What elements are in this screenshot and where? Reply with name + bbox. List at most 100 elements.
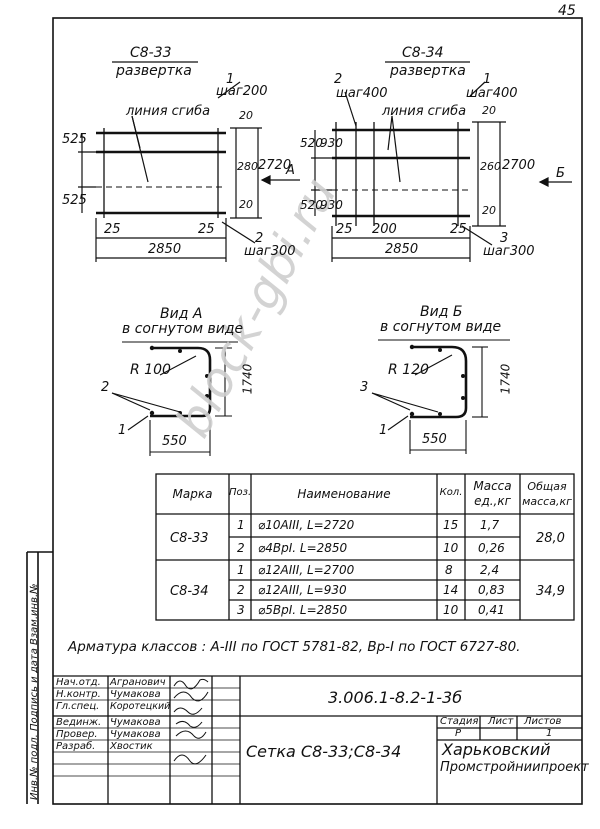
col-header-mark: Марка xyxy=(172,487,213,501)
table-row-pos: 3 xyxy=(237,603,245,617)
right-dim-25-left: 25 xyxy=(336,222,353,237)
right-dim-2850: 2850 xyxy=(385,242,419,257)
group-mark-c8-34: С8-34 xyxy=(170,584,209,599)
spec-table-grid xyxy=(155,473,575,621)
right-bend-line-label: линия сгиба xyxy=(382,104,467,119)
sheets-value: 1 xyxy=(546,728,553,739)
signature-role: Н.контр. xyxy=(56,689,101,700)
table-row-pos: 2 xyxy=(237,541,245,555)
title-block-grid xyxy=(53,675,582,804)
sheets-label: Листов xyxy=(524,716,562,727)
signature-name: Хвостик xyxy=(110,741,153,752)
left-drawing-subtitle: развертка xyxy=(116,63,192,79)
right-callout-3-step: шаг300 xyxy=(483,244,535,259)
table-row-mass: 0,41 xyxy=(478,603,505,617)
left-callout-1: 1 xyxy=(226,72,235,87)
right-drawing-title: С8-34 xyxy=(402,45,444,61)
left-drawing-title: С8-33 xyxy=(130,45,172,61)
signature-name: Коротецкий xyxy=(110,701,171,712)
right-callout-2-step: шаг400 xyxy=(336,86,388,101)
signature-role: Провер. xyxy=(56,729,98,740)
col-header-mass-total: Общая масса,кг xyxy=(522,480,572,508)
left-unfold-drawing xyxy=(78,61,300,262)
left-dim-25-left: 25 xyxy=(104,222,121,237)
table-row-qty: 14 xyxy=(443,583,459,597)
right-dim-520-top: 520 xyxy=(300,136,323,150)
signature-role: Вединж. xyxy=(56,717,102,728)
right-callout-1: 1 xyxy=(483,72,492,87)
left-dim-20-bottom: 20 xyxy=(239,198,253,211)
left-bend-line-label: линия сгиба xyxy=(126,104,211,119)
table-row-mass: 1,7 xyxy=(480,518,500,532)
signature-role: Разраб. xyxy=(56,741,96,752)
right-callout-1-step: шаг400 xyxy=(466,86,518,101)
table-row-mass: 0,26 xyxy=(478,541,505,555)
right-dim-930-bottom: 930 xyxy=(320,198,343,212)
left-dim-280: 280 xyxy=(237,160,258,173)
right-callout-3: 3 xyxy=(500,231,509,246)
right-unfold-drawing xyxy=(311,61,572,262)
left-dim-2720: 2720 xyxy=(258,158,292,173)
sheet-frame xyxy=(52,17,583,805)
document-title: Сетка С8-33;С8-34 xyxy=(246,742,402,761)
right-dim-930-top: 930 xyxy=(320,136,343,150)
table-row-pos: 2 xyxy=(237,583,245,597)
table-row-qty: 8 xyxy=(445,563,453,577)
signature-name: Чумакова xyxy=(110,729,161,740)
table-row-pos: 1 xyxy=(237,518,245,532)
table-row-mass: 0,83 xyxy=(478,583,505,597)
reinforcement-note: Арматура классов : А-III по ГОСТ 5781-82… xyxy=(68,639,521,655)
right-dim-2700: 2700 xyxy=(502,158,536,173)
organization-line-2: Промстройниипроект xyxy=(440,760,589,775)
view-b-callout-3: 3 xyxy=(360,380,369,395)
left-callout-1-step: шаг200 xyxy=(216,84,268,99)
right-dim-25-right: 25 xyxy=(450,222,467,237)
sheet-label: Лист xyxy=(488,716,514,727)
left-callout-2: 2 xyxy=(255,231,264,246)
table-row-qty: 15 xyxy=(443,518,459,532)
view-a-dim-1740: 1740 xyxy=(240,363,255,395)
view-a-dim-550: 550 xyxy=(162,434,187,449)
col-header-name: Наименование xyxy=(297,487,391,501)
signature-scribbles xyxy=(173,678,209,765)
left-dim-25-right: 25 xyxy=(198,222,215,237)
view-b-title: Вид Б xyxy=(420,304,463,320)
left-callout-2-step: шаг300 xyxy=(244,244,296,259)
left-dim-2850: 2850 xyxy=(148,242,182,257)
col-header-mass-unit: Масса ед.,кг xyxy=(473,479,512,508)
view-b-subtitle: в согнутом виде xyxy=(380,319,502,335)
right-dim-200: 200 xyxy=(372,222,397,237)
view-b-radius: R 120 xyxy=(388,362,429,378)
view-a-drawing xyxy=(111,341,238,456)
organization-line-1: Харьковский xyxy=(442,740,551,759)
stage-label: Стадия xyxy=(440,716,479,727)
right-dim-20-bottom: 20 xyxy=(482,204,496,217)
view-a-subtitle: в согнутом виде xyxy=(122,321,244,337)
right-callout-2: 2 xyxy=(334,72,343,87)
left-dim-525-bottom: 525 xyxy=(62,193,87,208)
group-total-c8-34: 34,9 xyxy=(536,584,565,599)
view-a-radius: R 100 xyxy=(130,362,171,378)
view-b-drawing xyxy=(371,339,510,454)
view-a-callout-2: 2 xyxy=(101,380,110,395)
table-row-name: ⌀12АIII, L=930 xyxy=(258,583,347,597)
view-b-dim-550: 550 xyxy=(422,432,447,447)
signature-role: Гл.спец. xyxy=(56,701,100,712)
table-row-qty: 10 xyxy=(443,541,459,555)
view-b-dim-1740: 1740 xyxy=(498,363,513,395)
arrow-a-label: А xyxy=(286,163,295,178)
signature-name: Чумакова xyxy=(110,689,161,700)
binding-strip-label: Инв.№ подл. Подпись и дата Взам.инв.№ xyxy=(29,583,40,800)
group-total-c8-33: 28,0 xyxy=(536,531,565,546)
table-row-pos: 1 xyxy=(237,563,245,577)
signature-name: Чумакова xyxy=(110,717,161,728)
page-number: 45 xyxy=(558,3,576,19)
right-dim-20-top: 20 xyxy=(482,104,496,117)
stage-value: Р xyxy=(455,728,462,739)
table-row-name: ⌀5ВрI. L=2850 xyxy=(258,603,348,617)
right-dim-520-bottom: 520 xyxy=(300,198,323,212)
table-row-qty: 10 xyxy=(443,603,459,617)
table-row-mass: 2,4 xyxy=(480,563,500,577)
left-dim-20-top: 20 xyxy=(239,109,253,122)
